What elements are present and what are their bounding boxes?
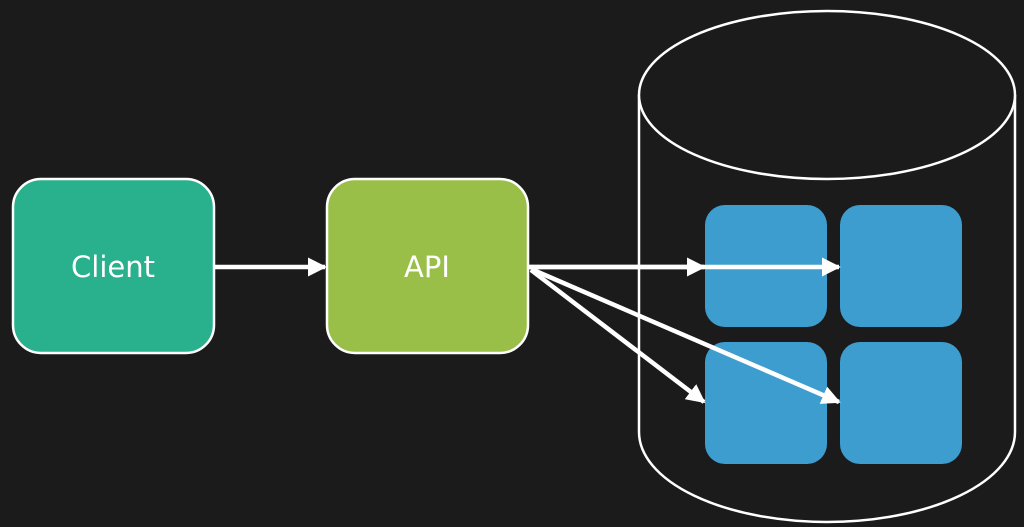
arrow-api-to-partition-4 — [530, 266, 841, 405]
partition-3[interactable] — [705, 342, 827, 464]
client-box[interactable] — [11, 177, 216, 355]
partition-2[interactable] — [840, 205, 962, 327]
database-partitions — [705, 205, 962, 464]
partition-4[interactable] — [840, 342, 962, 464]
api-label: API — [404, 250, 450, 284]
arrow-api-to-partition-3 — [529, 268, 706, 404]
database-cylinder — [637, 9, 1017, 524]
cylinder-body — [637, 95, 1017, 524]
client-label: Client — [71, 250, 155, 284]
edges — [215, 257, 841, 405]
api-box[interactable] — [325, 177, 530, 355]
cylinder-top — [637, 9, 1017, 181]
client-node[interactable]: Client — [11, 177, 216, 355]
api-node[interactable]: API — [325, 177, 530, 355]
